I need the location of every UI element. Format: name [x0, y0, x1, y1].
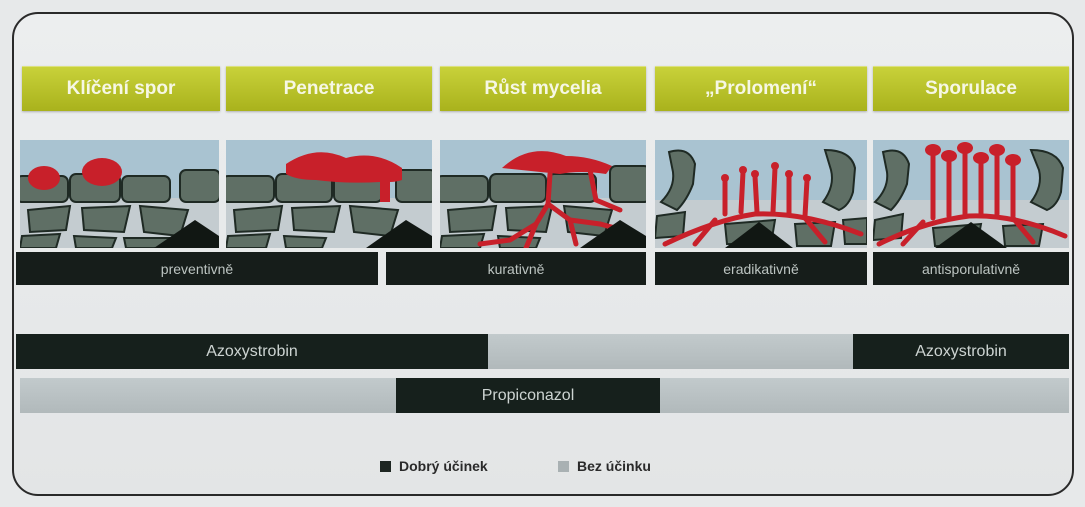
stage-header-klicheni: Klíčení spor [22, 66, 220, 111]
illustration-panel-1 [20, 140, 219, 248]
azoxystrobin-effective-bar-right: Azoxystrobin [853, 334, 1069, 369]
stage-header-sporulace: Sporulace [873, 66, 1069, 111]
illustration-panel-5 [873, 140, 1069, 248]
mode-antisporulative: antisporulativně [873, 252, 1069, 285]
stage-header-penetrace: Penetrace [226, 66, 432, 111]
azoxystrobin-effective-bar-left: Azoxystrobin [16, 334, 488, 369]
stage-header-rust-mycelia: Růst mycelia [440, 66, 646, 111]
mode-curative: kurativně [386, 252, 646, 285]
stage-header-prolomeni: „Prolomení“ [655, 66, 867, 111]
azoxystrobin-no-effect-bar [488, 334, 853, 369]
propiconazol-no-effect-bar-left [20, 378, 396, 413]
legend-dark-swatch [380, 461, 391, 472]
legend-good-label: Dobrý účinek [399, 458, 488, 474]
legend-none-label: Bez účinku [577, 458, 651, 474]
mode-preventive: preventivně [16, 252, 378, 285]
legend-good-effect: Dobrý účinek [380, 458, 488, 474]
illustration-panel-3 [440, 140, 646, 248]
legend-no-effect: Bez účinku [558, 458, 651, 474]
propiconazol-no-effect-bar-right [660, 378, 1069, 413]
legend-light-swatch [558, 461, 569, 472]
mode-eradicative: eradikativně [655, 252, 867, 285]
propiconazol-effective-bar: Propiconazol [396, 378, 660, 413]
illustration-panel-4 [655, 140, 867, 248]
illustration-panel-2 [226, 140, 432, 248]
